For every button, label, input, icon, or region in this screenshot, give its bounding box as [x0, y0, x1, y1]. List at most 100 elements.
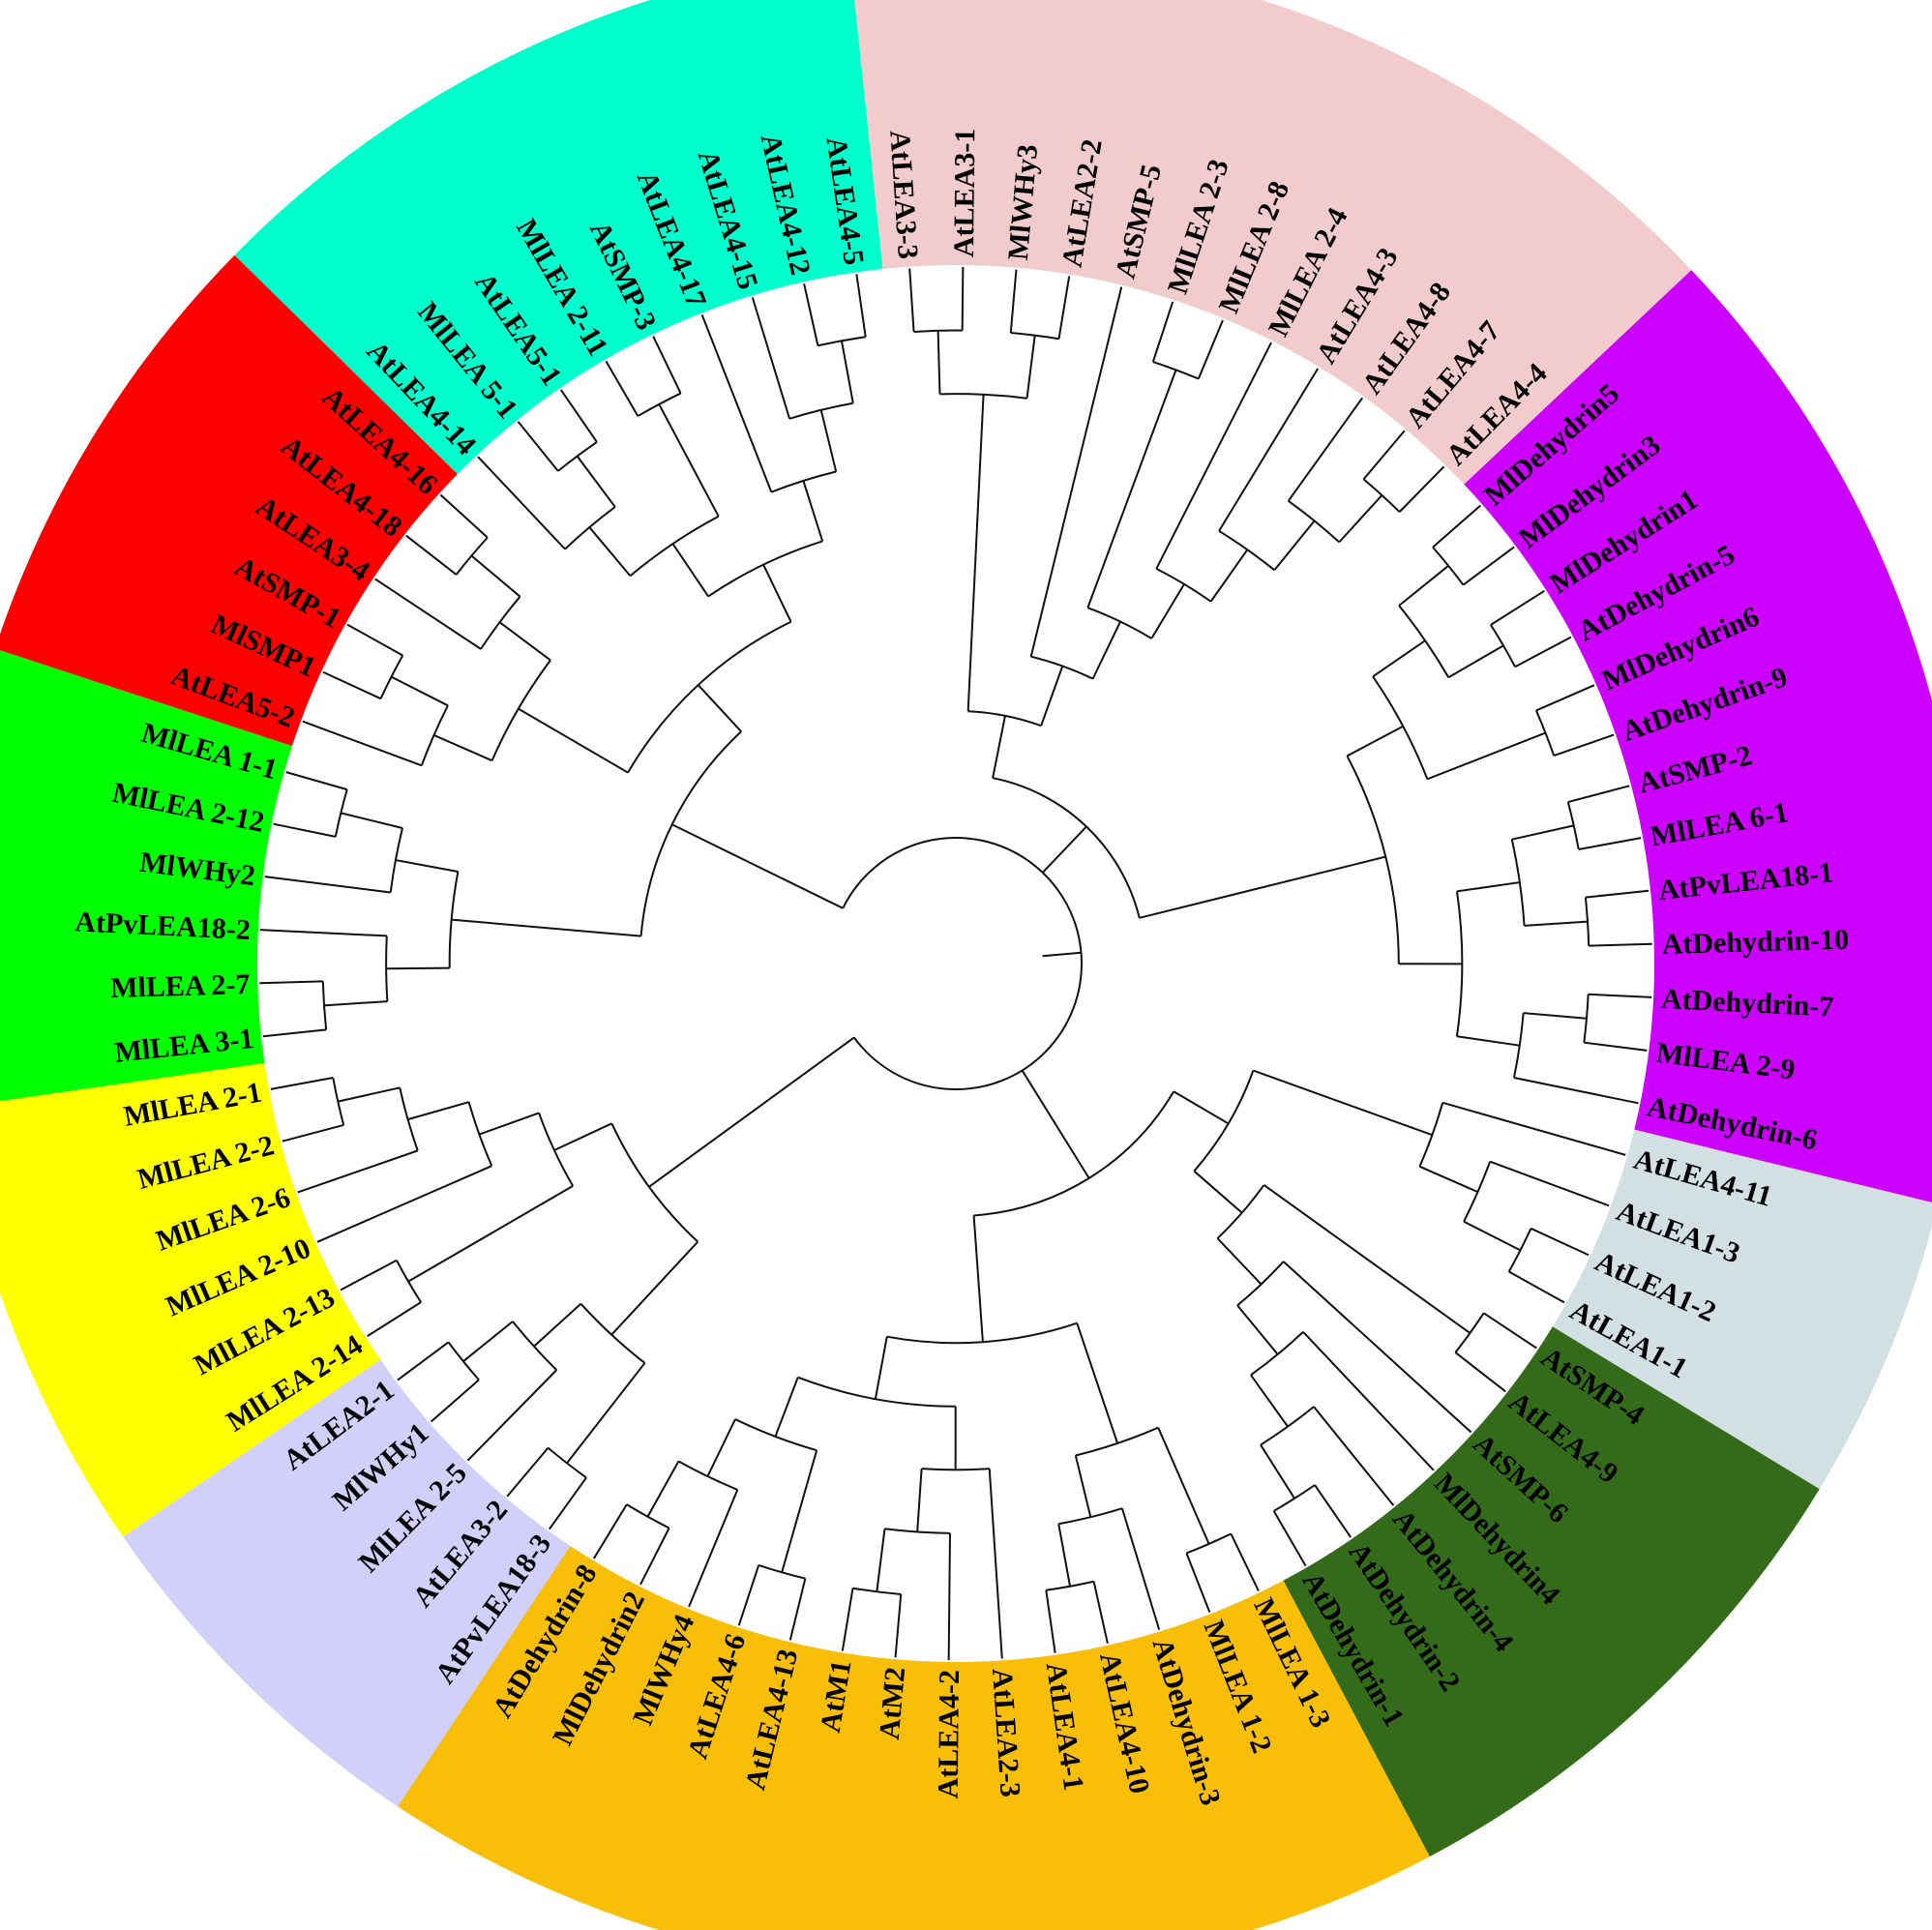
branch-line [1092, 1581, 1109, 1644]
branch-arc [512, 1321, 558, 1371]
branch-arc [448, 871, 460, 968]
branch-line [553, 1122, 612, 1151]
branch-arc [1216, 1184, 1265, 1239]
branch-line [1513, 1077, 1639, 1105]
branch-line [1197, 319, 1224, 379]
branch-line [374, 578, 482, 650]
branch-arc [379, 655, 404, 699]
branch-line [559, 389, 598, 443]
clade-sector-yellow [0, 1062, 381, 1537]
branch-line [1157, 1427, 1210, 1545]
branch-arc [1346, 755, 1400, 965]
branch-line [802, 480, 824, 542]
branch-arc [396, 1260, 422, 1303]
branch-line [1057, 1524, 1072, 1587]
branch-line [947, 1532, 951, 1660]
branch-arc [627, 620, 791, 774]
branch-line [1216, 1237, 1263, 1286]
branch-line [1511, 824, 1574, 841]
branch-arc [1372, 675, 1429, 780]
branch-arc [1260, 1406, 1315, 1446]
branch-arc [1218, 530, 1275, 572]
branch-line [479, 1112, 540, 1136]
branch-line [1042, 825, 1087, 874]
branch-line [1193, 1170, 1243, 1214]
branch-arc [886, 1321, 1078, 1345]
branch-line [588, 526, 632, 577]
branch-line [751, 297, 791, 420]
branch-line [1338, 494, 1383, 544]
branch-line [1302, 1331, 1435, 1471]
branch-line [610, 1240, 699, 1336]
branch-arc [1152, 361, 1200, 380]
branch-line [992, 715, 1006, 779]
branch-arc [399, 1087, 419, 1151]
branch-line [477, 456, 566, 550]
branch-line [1578, 837, 1642, 850]
leaf-label: AtLEA3-1 [948, 129, 981, 258]
branch-line [1372, 639, 1426, 678]
branch-line [323, 1000, 388, 1007]
branch-arc [1086, 607, 1152, 639]
branch-arc [788, 401, 853, 420]
branch-line [1398, 565, 1449, 607]
branch-arc [992, 777, 1141, 919]
branch-arc [1193, 1070, 1255, 1173]
clade-sector-cyan [234, 0, 883, 475]
branch-line [1313, 1406, 1395, 1506]
branch-arc [1288, 500, 1340, 544]
branch-line [395, 859, 459, 873]
branch-line [433, 734, 492, 762]
branch-line [259, 929, 387, 937]
branch-line [1432, 504, 1482, 549]
branch-arc [629, 515, 720, 578]
branch-line [874, 1336, 888, 1400]
branch-line [781, 1449, 818, 1573]
branch-line [671, 823, 844, 909]
clade-sector-lavender [123, 1359, 571, 1807]
branch-arc [939, 393, 1027, 400]
branch-line [688, 1489, 739, 1608]
branch-line [855, 274, 867, 338]
branch-line [1150, 583, 1185, 639]
branch-line [262, 1028, 327, 1038]
branch-line [1263, 1184, 1471, 1334]
clade-sector-pink [854, 0, 1692, 485]
branch-line [1155, 341, 1272, 570]
branch-line [936, 330, 941, 395]
clade-sector-orange [398, 1545, 1430, 1930]
branch-arc [639, 730, 742, 936]
branch-line [1362, 430, 1406, 481]
branch-line [451, 918, 641, 937]
branch-arc [321, 981, 328, 1030]
branch-line [652, 336, 682, 395]
branch-line [1209, 549, 1249, 603]
branch-arc [1362, 478, 1401, 513]
branch-line [1567, 785, 1630, 804]
branch-arc [1490, 624, 1516, 668]
branch-line [1185, 1553, 1211, 1613]
branch-line [548, 1476, 587, 1530]
branch-arc [1454, 1312, 1485, 1353]
branch-line [466, 1369, 558, 1462]
branch-arc [1075, 1426, 1159, 1457]
branch-line [1398, 465, 1445, 513]
branch-arc [1432, 546, 1465, 586]
branch-line [646, 1460, 680, 1518]
branch-line [894, 1593, 903, 1658]
branch-arc [557, 441, 598, 472]
branch-arc [538, 1113, 575, 1187]
branch-arc [490, 659, 551, 761]
branch-arc [967, 710, 1042, 727]
branch-line [639, 1528, 670, 1586]
branch-arc [734, 1418, 817, 1452]
branch-line [264, 876, 391, 894]
branch-line [819, 409, 838, 472]
branch-arc [1058, 1507, 1123, 1526]
branch-line [566, 1362, 646, 1465]
branch-line [498, 621, 551, 662]
branch-line [430, 1379, 480, 1423]
branch-arc [447, 1341, 480, 1381]
branch-line [1584, 1041, 1648, 1052]
branch-line [1086, 370, 1177, 609]
